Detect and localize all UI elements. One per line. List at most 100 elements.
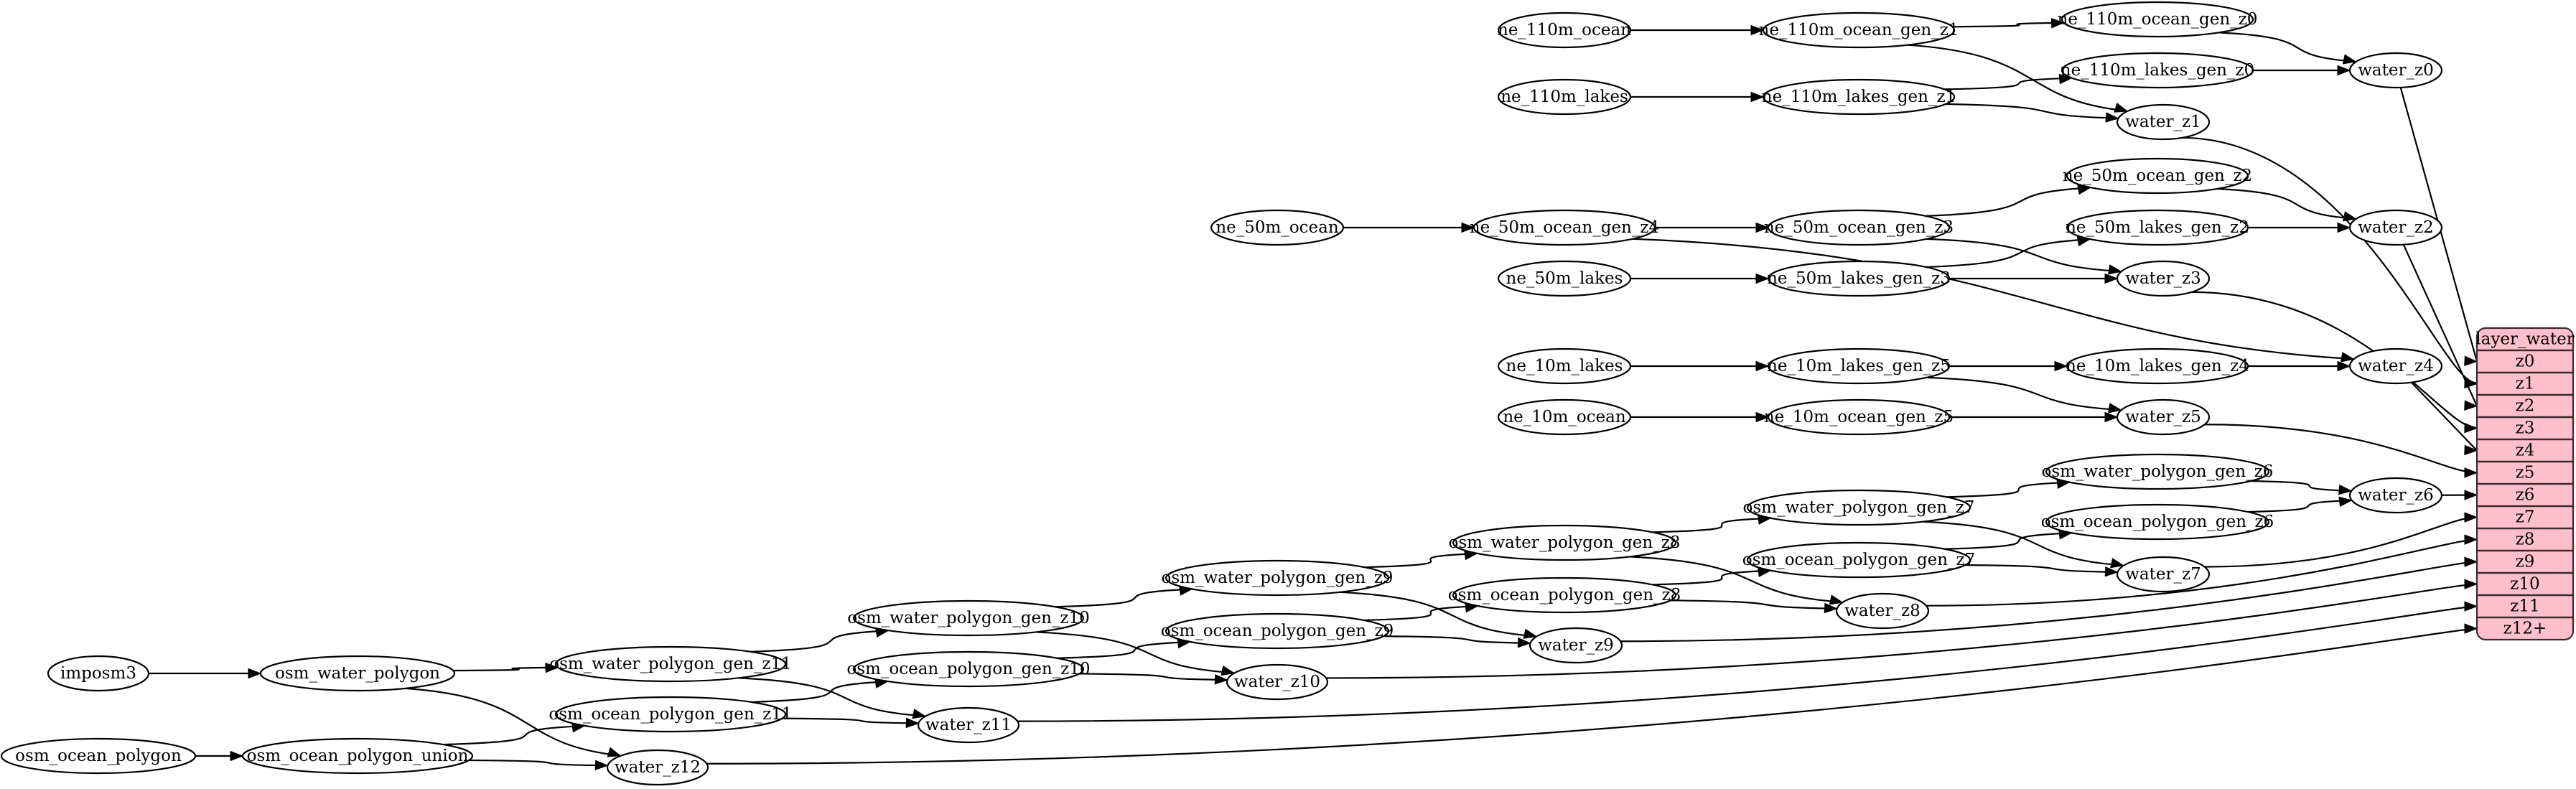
table-row[interactable]: [2477, 395, 2573, 417]
graph-node[interactable]: water_z8: [1835, 592, 1930, 630]
graph-node[interactable]: ne_10m_ocean_gen_z5: [1764, 398, 1954, 436]
graph-node[interactable]: osm_ocean_polygon_gen_z6: [2041, 503, 2274, 541]
table-row[interactable]: [2477, 484, 2573, 506]
graph-edge: [1652, 517, 1770, 533]
table-row[interactable]: [2477, 595, 2573, 617]
edge-arrowhead: [2342, 54, 2357, 65]
graph-node[interactable]: osm_water_polygon_gen_z7: [1743, 489, 1975, 526]
graph-edge: [738, 677, 925, 717]
node-label: water_z4: [2358, 357, 2434, 375]
table-row[interactable]: [2477, 417, 2573, 439]
graph-node[interactable]: ne_10m_ocean: [1497, 398, 1632, 436]
table-row[interactable]: [2477, 617, 2573, 640]
table-row[interactable]: [2477, 462, 2573, 484]
graph-node[interactable]: osm_water_polygon_gen_z11: [549, 645, 792, 683]
node-ellipse: [1210, 209, 1345, 246]
graph-node[interactable]: ne_10m_lakes_gen_z4: [2066, 347, 2249, 385]
graph-node[interactable]: osm_ocean_polygon_gen_z9: [1161, 612, 1394, 650]
graph-node[interactable]: ne_10m_lakes: [1497, 347, 1632, 385]
graph-node[interactable]: osm_ocean_polygon_gen_z11: [549, 696, 793, 733]
graph-node[interactable]: imposm3: [47, 655, 150, 692]
table-row[interactable]: [2477, 506, 2573, 528]
graph-node[interactable]: ne_50m_lakes: [1497, 260, 1632, 297]
graph-node[interactable]: water_z7: [2116, 556, 2211, 593]
graph-node[interactable]: water_z9: [1529, 627, 1623, 664]
graph-node[interactable]: ne_50m_ocean: [1210, 209, 1345, 246]
graph-node[interactable]: water_z12: [606, 749, 709, 786]
graph-edge: [1946, 481, 2068, 498]
graph-node[interactable]: osm_water_polygon: [259, 655, 456, 692]
graph-edge: [2217, 187, 2355, 220]
node-ellipse: [2116, 103, 2211, 141]
node-ellipse: [2116, 260, 2211, 297]
graph-node[interactable]: ne_50m_ocean_gen_z3: [1764, 209, 1954, 246]
node-ellipse: [1767, 209, 1951, 246]
edge-arrowhead: [2464, 467, 2478, 478]
graph-node[interactable]: ne_50m_ocean_gen_z2: [2063, 157, 2252, 195]
graph-node[interactable]: ne_110m_lakes: [1497, 78, 1632, 116]
graph-node[interactable]: osm_ocean_polygon_gen_z8: [1448, 576, 1681, 614]
node-ellipse: [1497, 260, 1632, 297]
graph-node[interactable]: ne_50m_lakes_gen_z3: [1767, 260, 1951, 297]
graph-node[interactable]: water_z1: [2116, 103, 2211, 141]
node-ellipse: [2066, 347, 2249, 385]
node-ellipse: [2116, 556, 2211, 593]
node-ellipse: [1165, 612, 1390, 650]
edge-arrowhead: [2104, 566, 2119, 577]
layer-water-table[interactable]: layer_waterz0z1z2z3z4z5z6z7z8z9z10z11z12…: [2475, 327, 2575, 641]
graph-node[interactable]: water_z4: [2348, 347, 2443, 385]
node-ellipse: [1497, 347, 1632, 385]
graph-node[interactable]: ne_10m_lakes_gen_z5: [1767, 347, 1951, 385]
edge-arrowhead: [2464, 422, 2478, 434]
graph-node[interactable]: osm_water_polygon_gen_z10: [847, 599, 1090, 637]
graph-node[interactable]: water_z2: [2348, 209, 2443, 246]
table-row[interactable]: [2477, 551, 2573, 573]
table-row[interactable]: [2477, 350, 2573, 373]
node-ellipse: [1473, 209, 1656, 246]
graph-node[interactable]: osm_ocean_polygon: [0, 737, 197, 775]
graph-node[interactable]: ne_50m_ocean_gen_z4: [1470, 209, 1659, 246]
node-label: osm_ocean_polygon_gen_z7: [1742, 551, 1976, 569]
graph-node[interactable]: water_z6: [2348, 477, 2443, 514]
graph-node[interactable]: water_z5: [2116, 398, 2211, 436]
graph-node[interactable]: osm_ocean_polygon_gen_z10: [846, 650, 1091, 688]
graph-node[interactable]: osm_water_polygon_gen_z8: [1449, 524, 1681, 561]
graph-node[interactable]: ne_110m_lakes_gen_z0: [2061, 52, 2254, 89]
node-label: water_z10: [1234, 673, 1320, 691]
graph-node[interactable]: ne_110m_ocean_gen_z0: [2058, 1, 2258, 38]
node-label: ne_50m_ocean_gen_z4: [1470, 218, 1659, 237]
node-ellipse: [1452, 524, 1677, 561]
edge-arrowhead: [2108, 264, 2122, 275]
graph-node[interactable]: ne_110m_ocean: [1497, 11, 1632, 49]
graph-node[interactable]: ne_50m_lakes_gen_z2: [2066, 209, 2249, 246]
graph-node[interactable]: osm_ocean_polygon_gen_z7: [1742, 541, 1976, 579]
graph-node[interactable]: water_z10: [1226, 663, 1329, 701]
node-ellipse: [1767, 398, 1951, 436]
graph-edge: [1923, 520, 2122, 566]
node-ellipse: [2348, 209, 2443, 246]
graph-node[interactable]: osm_water_polygon_gen_z6: [2042, 453, 2274, 490]
node-label: ne_50m_lakes_gen_z3: [1767, 269, 1951, 288]
node-ellipse: [2045, 453, 2270, 490]
graph-node[interactable]: osm_water_polygon_gen_z9: [1162, 559, 1394, 597]
table-row[interactable]: [2477, 528, 2573, 551]
node-ellipse: [1497, 11, 1632, 49]
graph-node[interactable]: water_z0: [2348, 52, 2443, 89]
graph-node[interactable]: ne_110m_ocean_gen_z1: [1759, 11, 1959, 49]
graph-edge: [1035, 631, 1233, 674]
table-row[interactable]: [2477, 439, 2573, 462]
edge-arrowhead: [2464, 623, 2478, 634]
table-row[interactable]: [2477, 573, 2573, 595]
table-row[interactable]: [2477, 373, 2573, 395]
node-label: ne_110m_ocean_gen_z0: [2058, 10, 2258, 29]
node-label: water_z9: [1538, 636, 1614, 655]
graph-node[interactable]: water_z11: [917, 706, 1020, 744]
node-label: water_z7: [2125, 565, 2201, 584]
node-ellipse: [2061, 1, 2254, 38]
graph-node[interactable]: osm_ocean_polygon_union: [241, 737, 474, 775]
node-ellipse: [1529, 627, 1623, 664]
graph-node[interactable]: ne_110m_lakes_gen_z1: [1762, 78, 1956, 116]
graph-node[interactable]: water_z3: [2116, 260, 2211, 297]
edge-arrowhead: [2464, 534, 2478, 545]
graph-edge: [1926, 187, 2089, 217]
